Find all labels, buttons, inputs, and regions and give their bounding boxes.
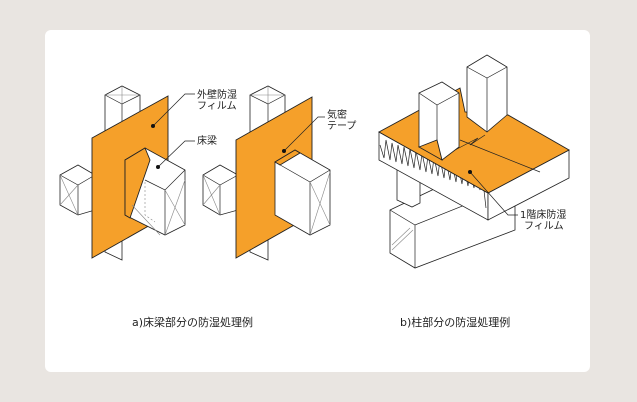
left-beam xyxy=(202,164,239,216)
label-airtight-tape-2: テープ xyxy=(327,120,356,132)
leader-lines xyxy=(151,93,518,216)
caption-b: b)柱部分の防湿処理例 xyxy=(400,315,510,329)
label-floor-beam: 床梁 xyxy=(197,134,217,147)
figure-a-beam-detail xyxy=(59,85,186,261)
left-beam xyxy=(59,164,96,216)
figure-b-post-detail xyxy=(378,54,570,269)
label-airtight-tape: 気密 xyxy=(327,108,347,121)
label-floor-film: 1階床防湿 xyxy=(520,208,566,221)
insulation-hatch xyxy=(379,139,487,209)
label-exterior-film: 外壁防湿 xyxy=(197,88,237,101)
caption-a: a)床梁部分の防湿処理例 xyxy=(132,315,253,329)
label-exterior-film-2: フィルム xyxy=(197,100,237,112)
figure-a-tape-detail xyxy=(202,85,331,261)
label-floor-film-2: フィルム xyxy=(524,220,564,232)
